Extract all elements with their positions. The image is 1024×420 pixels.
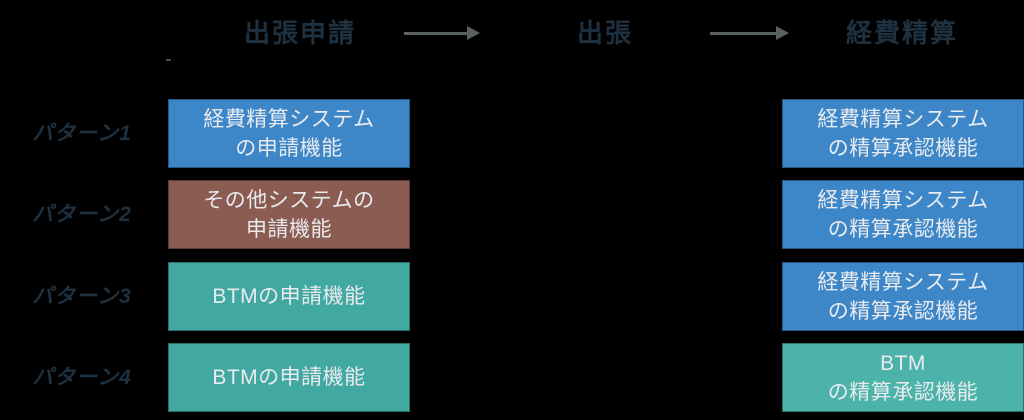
pattern-1-application-box: 経費精算システム の申請機能 (168, 99, 410, 168)
box-text-line1: BTM (880, 351, 926, 375)
pattern-1-settlement-box: 経費精算システム の精算承認機能 (782, 99, 1024, 168)
pattern-3-label: パターン3 (32, 285, 132, 308)
flow-step-trip-label: 出張 (576, 18, 633, 48)
stray-dash-artifact (166, 59, 171, 61)
right-arrow-icon (710, 26, 789, 40)
box-text-line1: 経費精算システム (817, 270, 989, 294)
flow-step-application-label: 出張申請 (243, 18, 356, 48)
box-text-line1: 経費精算システム (817, 188, 989, 212)
box-text-line2: 申請機能 (246, 217, 332, 241)
arrow-head (776, 26, 789, 40)
pattern-4-application-box: BTMの申請機能 (168, 343, 410, 412)
box-text-line2: の申請機能 (235, 136, 343, 160)
box-text-line2: の精算承認機能 (827, 299, 979, 323)
box-text-line2: の精算承認機能 (827, 217, 979, 241)
box-text-line2: の精算承認機能 (827, 136, 979, 160)
pattern-2-settlement-box: 経費精算システム の精算承認機能 (782, 180, 1024, 249)
box-text-line1: その他システムの (203, 188, 375, 212)
box-text-line1: BTMの申請機能 (212, 285, 366, 308)
flow-step-settlement-label: 経費精算 (845, 18, 958, 48)
pattern-4-label: パターン4 (32, 366, 132, 389)
pattern-4-settlement-box: BTM の精算承認機能 (782, 343, 1024, 412)
pattern-2-label: パターン2 (32, 203, 132, 226)
arrow-shaft (404, 31, 467, 35)
arrow-shaft (710, 31, 776, 35)
box-text-line1: 経費精算システム (203, 107, 375, 131)
box-text-line2: の精算承認機能 (827, 380, 979, 404)
arrow-head (467, 26, 480, 40)
pattern-3-application-box: BTMの申請機能 (168, 262, 410, 331)
pattern-1-label: パターン1 (32, 122, 132, 145)
box-text-line1: BTMの申請機能 (212, 366, 366, 389)
pattern-3-settlement-box: 経費精算システム の精算承認機能 (782, 262, 1024, 331)
right-arrow-icon (404, 26, 480, 40)
box-text-line1: 経費精算システム (817, 107, 989, 131)
pattern-2-application-box: その他システムの 申請機能 (168, 180, 410, 249)
